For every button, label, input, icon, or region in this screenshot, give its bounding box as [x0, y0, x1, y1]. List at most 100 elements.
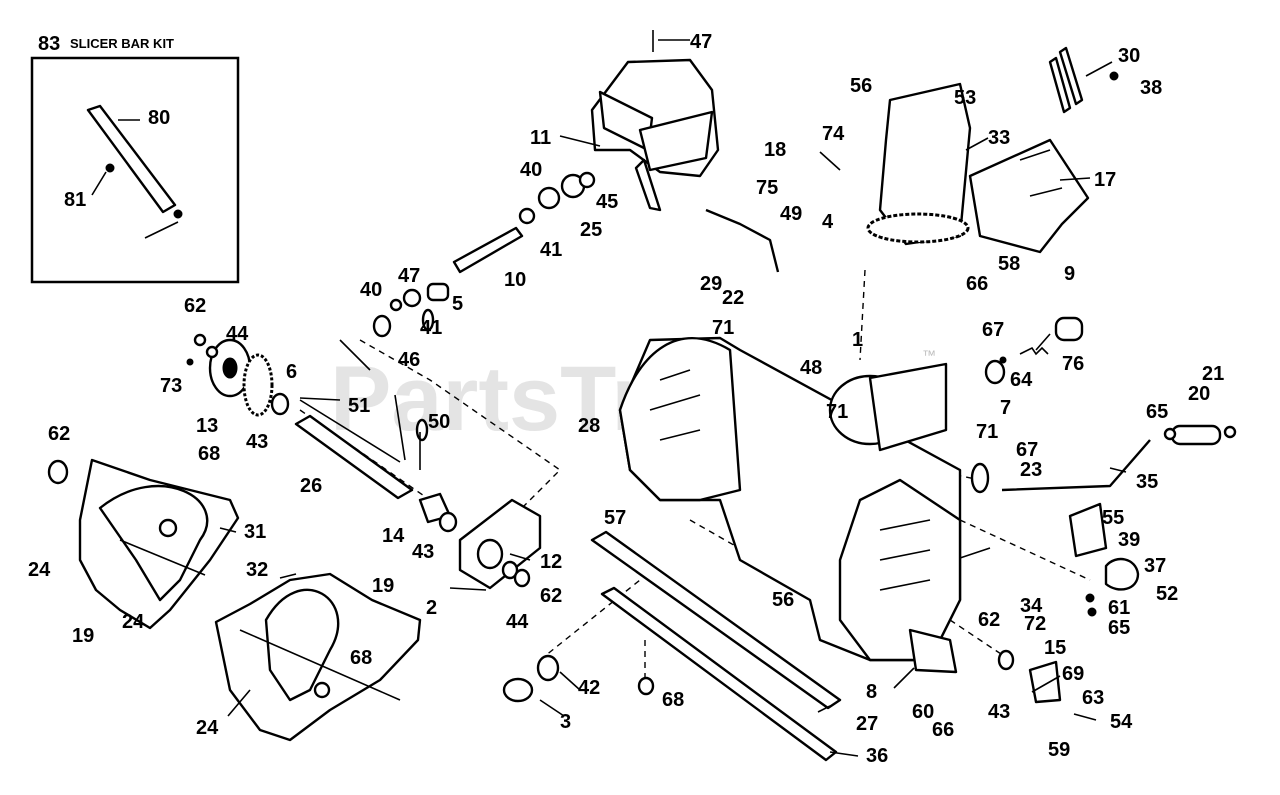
impeller-shaft-10: [452, 226, 524, 274]
callout-20: 20: [1188, 383, 1210, 405]
callout-21: 21: [1202, 363, 1224, 385]
callout-41: 41: [540, 239, 562, 261]
callout-53: 53: [954, 87, 976, 109]
callout-46: 46: [398, 349, 420, 371]
callout-71c: 71: [976, 421, 998, 443]
callout-69: 69: [1062, 663, 1084, 685]
watermark-trademark: ™: [922, 347, 936, 363]
auger-shaft-assembly: [372, 171, 596, 338]
callout-10: 10: [504, 269, 526, 291]
callout-40b: 40: [360, 279, 382, 301]
callout-25: 25: [580, 219, 602, 241]
callout-4: 4: [822, 211, 834, 233]
crank-knob-20: [1170, 424, 1222, 446]
callout-68b: 68: [350, 647, 372, 669]
callout-48: 48: [800, 357, 822, 379]
callout-65b: 65: [1108, 617, 1130, 639]
callout-11: 11: [530, 127, 551, 149]
leader-lines: [219, 39, 1127, 757]
kit-title: SLICER BAR KIT: [70, 36, 174, 51]
callout-63: 63: [1082, 687, 1104, 709]
callout-43c: 43: [988, 701, 1010, 723]
slicer-nut: [173, 209, 183, 219]
callout-12: 12: [540, 551, 562, 573]
callout-31: 31: [244, 521, 266, 543]
callout-35: 35: [1136, 471, 1158, 493]
callout-73: 73: [160, 375, 182, 397]
callout-23: 23: [1020, 459, 1042, 481]
callout-68c: 68: [662, 689, 684, 711]
handle-30a: [1058, 46, 1084, 106]
callout-62c: 62: [540, 585, 562, 607]
callout-66b: 66: [932, 719, 954, 741]
callout-56b: 56: [772, 589, 794, 611]
callout-76: 76: [1062, 353, 1084, 375]
callout-27: 27: [856, 713, 878, 735]
callout-64: 64: [1010, 369, 1033, 391]
callout-42: 42: [578, 677, 600, 699]
callout-81: 81: [64, 189, 86, 211]
callout-57: 57: [604, 507, 626, 529]
callout-26: 26: [300, 475, 322, 497]
drive-components: [186, 333, 542, 590]
callout-71a: 71: [712, 317, 734, 339]
kit-number: 83: [38, 33, 60, 55]
chute-assembly: [866, 46, 1119, 254]
callout-75: 75: [756, 177, 778, 199]
callout-47b: 47: [398, 265, 420, 287]
scraper-bars: [590, 530, 842, 762]
callout-numbers: 80 81 47 11 40 45 25 41 10 47 40 5 41 46…: [28, 31, 1224, 767]
worm-9: [1054, 316, 1084, 342]
callout-74: 74: [822, 123, 845, 145]
callout-29: 29: [700, 273, 722, 295]
callout-18: 18: [764, 139, 786, 161]
callout-2: 2: [426, 597, 437, 619]
callout-32: 32: [246, 559, 268, 581]
callout-24c: 24: [196, 717, 219, 739]
callout-7: 7: [1000, 397, 1011, 419]
callout-45: 45: [596, 191, 618, 213]
slicer-screw-81: [105, 163, 115, 173]
callout-55: 55: [1102, 507, 1124, 529]
callout-41b: 41: [420, 317, 442, 339]
callout-71b: 71: [826, 401, 848, 423]
callout-34: 34: [1020, 595, 1043, 617]
shave-plate-36: [600, 586, 838, 762]
callout-68a: 68: [198, 443, 220, 465]
impeller-11: [590, 30, 720, 212]
callout-72: 72: [1024, 613, 1046, 635]
left-auger-31: [78, 458, 240, 630]
callout-67a: 67: [982, 319, 1004, 341]
callout-47: 47: [690, 31, 712, 53]
callout-67b: 67: [1016, 439, 1038, 461]
callout-3: 3: [560, 711, 571, 733]
callout-28: 28: [578, 415, 600, 437]
scraper-27: [590, 530, 842, 710]
pulley-37: [1104, 557, 1140, 591]
callout-43a: 43: [246, 431, 268, 453]
callout-49: 49: [780, 203, 802, 225]
callout-14: 14: [382, 525, 405, 547]
gear-case-12: [458, 498, 542, 590]
callout-59: 59: [1048, 739, 1070, 761]
bracket-15: [1028, 660, 1062, 704]
callout-80: 80: [148, 107, 170, 129]
callout-8: 8: [866, 681, 877, 703]
callout-56a: 56: [850, 75, 872, 97]
callout-37: 37: [1144, 555, 1166, 577]
callout-39: 39: [1118, 529, 1140, 551]
callout-40: 40: [520, 159, 542, 181]
callout-13: 13: [196, 415, 218, 437]
callout-60: 60: [912, 701, 934, 723]
callout-44a: 44: [226, 323, 249, 345]
callout-9: 9: [1064, 263, 1075, 285]
chute-deflector-17: [968, 138, 1090, 254]
callout-62a: 62: [184, 295, 206, 317]
callout-5: 5: [452, 293, 463, 315]
callout-61: 61: [1108, 597, 1130, 619]
callout-51: 51: [348, 395, 370, 417]
crank-rods: [705, 208, 1237, 492]
skid-8: [908, 628, 958, 674]
